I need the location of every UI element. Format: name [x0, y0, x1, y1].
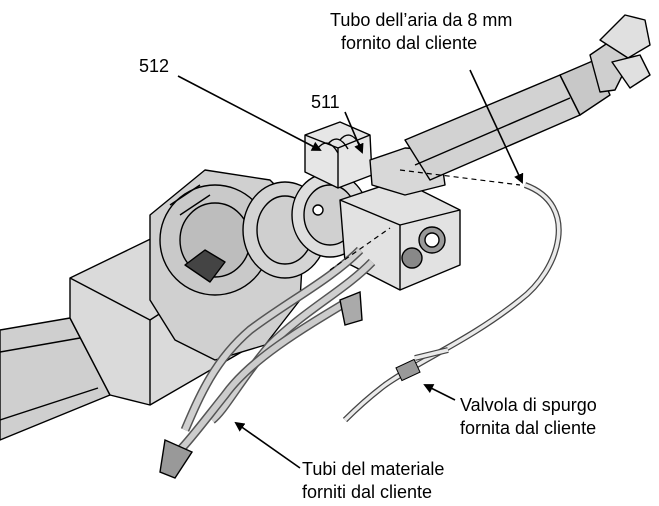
- air-tube-label-line1: Tubo dell’aria da 8 mm: [330, 10, 512, 30]
- callout-leaders: [177, 69, 524, 469]
- purge-valve-label-line2: fornita dal cliente: [460, 418, 596, 438]
- dashed-leaders: [329, 169, 521, 271]
- robot-arm: [0, 14, 651, 441]
- air-tube: [342, 182, 562, 423]
- purge-valve-label-line1: Valvola di spurgo: [460, 395, 597, 415]
- material-hoses-label-line1: Tubi del materiale: [302, 459, 444, 479]
- material-hoses-label-line2: forniti dal cliente: [302, 482, 432, 502]
- callout-512-label: 512: [139, 56, 169, 76]
- air-tube-label-line2: fornito dal cliente: [341, 33, 477, 53]
- callout-511-label: 511: [311, 92, 340, 112]
- material-hoses: [159, 246, 376, 479]
